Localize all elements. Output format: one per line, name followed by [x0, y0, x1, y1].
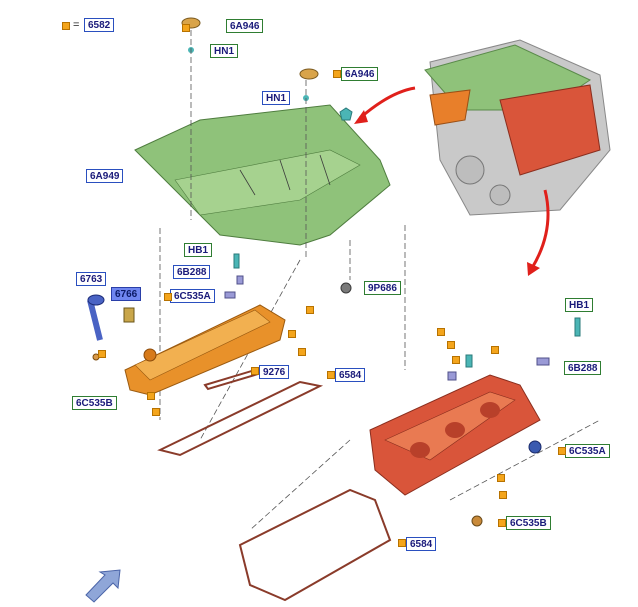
valve-cover-left: [124, 304, 286, 396]
square-marker-icon: [452, 356, 460, 364]
callout-9276[interactable]: 9276: [259, 365, 290, 379]
callout-9P686[interactable]: 9P686: [364, 281, 401, 295]
square-marker-icon: [251, 367, 259, 375]
square-marker-icon: [288, 330, 296, 338]
gasket-right: [238, 488, 392, 602]
square-marker-icon: [164, 293, 172, 301]
callout-6A949[interactable]: 6A949: [86, 169, 124, 183]
arrow-down-left-icon[interactable]: [85, 569, 121, 603]
callout-6584-mid[interactable]: 6584: [335, 368, 366, 382]
legend-code[interactable]: 6582: [84, 18, 115, 32]
small-parts-right: [447, 317, 581, 527]
square-marker-icon: [98, 350, 106, 358]
callout-6766[interactable]: 6766: [111, 287, 142, 301]
square-marker-icon: [147, 392, 155, 400]
callout-HB1-right[interactable]: HB1: [565, 298, 594, 312]
square-marker-icon: [499, 491, 507, 499]
callout-HB1-left[interactable]: HB1: [184, 243, 213, 257]
square-marker-icon: [306, 306, 314, 314]
square-marker-icon: [558, 447, 566, 455]
small-parts-top: [181, 17, 353, 121]
legend-equals: =: [73, 19, 80, 31]
pointer-arrows: [354, 86, 550, 276]
callout-6C535A-right[interactable]: 6C535A: [565, 444, 610, 458]
square-marker-icon: [497, 474, 505, 482]
square-marker-icon: [152, 408, 160, 416]
callout-6584-bottom[interactable]: 6584: [406, 537, 437, 551]
pcv-parts-left: [87, 294, 135, 361]
callout-6C535A-left[interactable]: 6C535A: [170, 289, 215, 303]
bolts-left: [224, 253, 352, 299]
square-marker-icon: [498, 519, 506, 527]
callout-6763[interactable]: 6763: [76, 272, 107, 286]
engine-cover: [134, 104, 391, 246]
callout-6C535B-left[interactable]: 6C535B: [72, 396, 117, 410]
square-marker-icon: [182, 24, 190, 32]
callout-6B288-left[interactable]: 6B288: [173, 265, 211, 279]
square-marker-icon: [491, 346, 499, 354]
square-marker-icon: [437, 328, 445, 336]
callout-6C535B-right[interactable]: 6C535B: [506, 516, 551, 530]
square-marker-icon: [327, 371, 335, 379]
gasket-left: [157, 368, 324, 457]
square-marker-icon: [398, 539, 406, 547]
engine-assembly: [424, 39, 611, 216]
callout-HN1-top[interactable]: HN1: [210, 44, 239, 58]
callout-6A946-top[interactable]: 6A946: [226, 19, 264, 33]
square-marker-icon: [333, 70, 341, 78]
square-marker-icon: [298, 348, 306, 356]
square-marker-icon: [62, 22, 70, 30]
callout-6A946-mid[interactable]: 6A946: [341, 67, 379, 81]
callout-6B288-right[interactable]: 6B288: [564, 361, 602, 375]
callout-HN1-mid[interactable]: HN1: [262, 91, 291, 105]
cylinder-head-right: [369, 374, 541, 496]
square-marker-icon: [447, 341, 455, 349]
